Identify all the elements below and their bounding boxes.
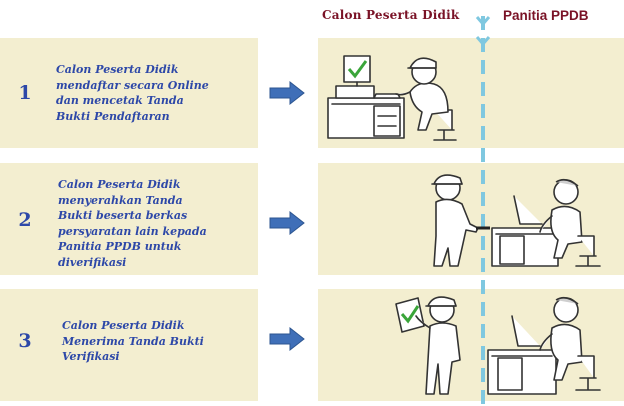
chevron-down-icon (475, 16, 491, 27)
step-3-line: Menerima Tanda Bukti (62, 334, 204, 348)
step-3-line: Calon Peserta Didik (62, 319, 185, 332)
step-1-line: Bukti Pendaftaran (56, 109, 170, 123)
step-3-text: Calon Peserta Didik Menerima Tanda Bukti… (62, 318, 204, 365)
step-3-band-left (0, 289, 258, 401)
dashed-divider (481, 16, 485, 404)
step-2-band-left (0, 163, 258, 275)
step-2-text: Calon Peserta Didik menyerahkan Tanda Bu… (58, 177, 207, 271)
step-2-line: menyerahkan Tanda (58, 193, 183, 207)
step-2-line: Bukti beserta berkas (58, 209, 188, 223)
arrow-right-icon (269, 210, 305, 236)
step-2-line: Panitia PPDB untuk (58, 240, 182, 254)
header-calon-peserta-didik: Calon Peserta Didik (322, 8, 460, 22)
step-2-line: diverifikasi (58, 255, 127, 269)
step-3-line: Verifikasi (62, 350, 120, 364)
step-1-band-left (0, 38, 258, 148)
scene-submit-documents (431, 174, 601, 267)
step-1-text: Calon Peserta Didik mendaftar secara Onl… (56, 62, 209, 124)
step-2-line: persyaratan lain kepada (58, 224, 207, 238)
arrow-right-icon (269, 326, 305, 352)
step-2-line: Calon Peserta Didik (58, 178, 181, 191)
checkmark-icon (347, 60, 368, 79)
checkmark-icon (400, 305, 420, 324)
step-1-number: 1 (18, 82, 32, 104)
arrow-right-icon (269, 80, 305, 106)
step-1-line: Calon Peserta Didik (56, 63, 179, 76)
step-1-line: mendaftar secara Online (56, 78, 209, 92)
header-panitia-ppdb: Panitia PPDB (503, 8, 589, 23)
scene-register-online (327, 55, 457, 141)
step-3-number: 3 (18, 330, 32, 352)
scene-receive-verification (395, 296, 601, 395)
step-2-number: 2 (18, 209, 32, 231)
step-1-line: dan mencetak Tanda (56, 94, 184, 108)
chevron-down-icon (475, 36, 491, 47)
